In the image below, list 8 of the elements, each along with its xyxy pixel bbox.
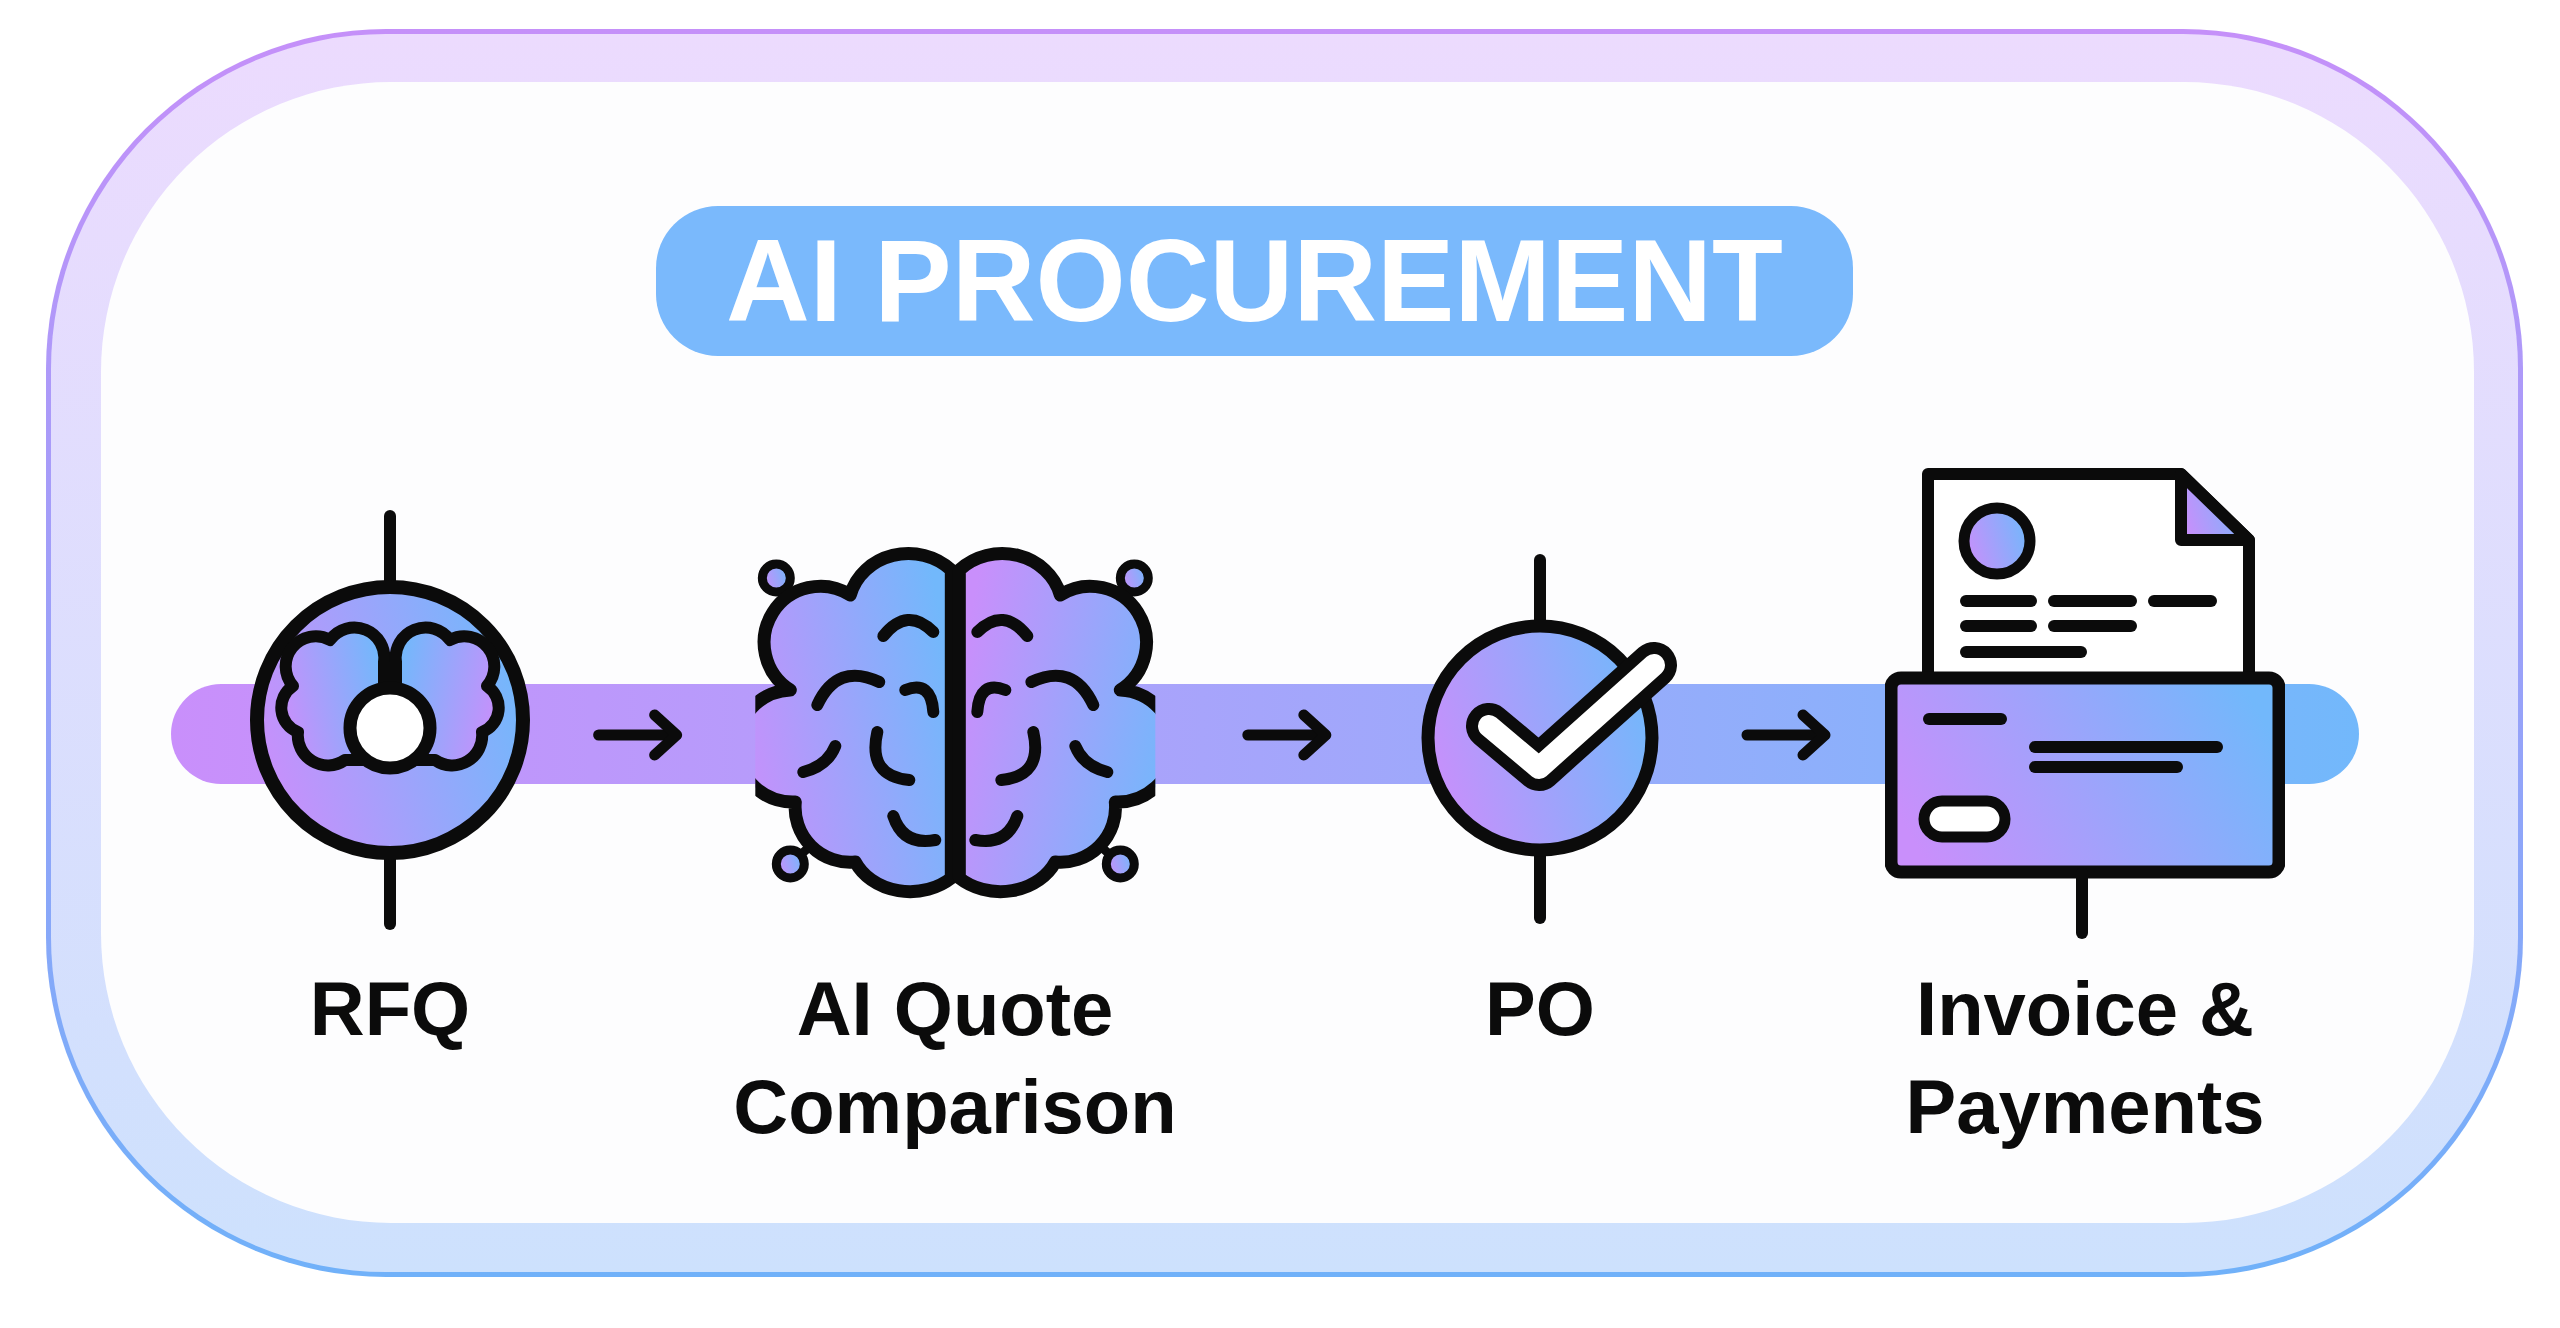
- arrow: [593, 709, 683, 761]
- arrow: [1741, 709, 1831, 761]
- step-label: AI Quote Comparison: [733, 965, 1177, 1151]
- step-label: PO: [1485, 965, 1595, 1053]
- step-label: Invoice & Payments: [1905, 965, 2265, 1151]
- arrow: [1242, 709, 1332, 761]
- title-banner: AI PROCUREMENT: [656, 206, 1853, 356]
- step-label: RFQ: [309, 965, 471, 1053]
